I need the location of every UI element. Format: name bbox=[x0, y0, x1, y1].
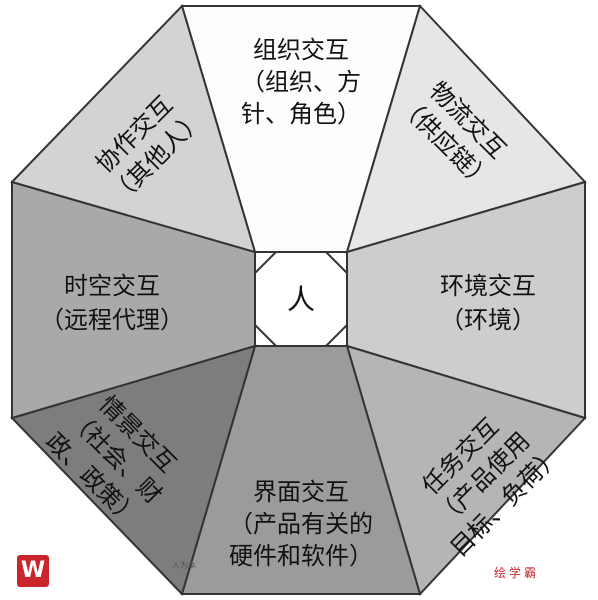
label-org-line-1: 组织交互 bbox=[253, 36, 349, 64]
label-env-line-2: （环境） bbox=[440, 306, 536, 334]
label-spatial-line-2: （远程代理） bbox=[40, 306, 184, 334]
center-octagon bbox=[254, 251, 348, 347]
label-spatial-line-1: 时空交互 bbox=[64, 272, 160, 300]
label-spatial: 时空交互 （远程代理） bbox=[40, 272, 184, 334]
watermark-small-text: 人为本 bbox=[172, 561, 196, 570]
label-iface: 界面交互 （产品有关的 硬件和软件） bbox=[229, 478, 373, 570]
label-org-line-2: （组织、方 bbox=[241, 68, 361, 96]
label-iface-line-1: 界面交互 bbox=[253, 478, 349, 506]
label-org: 组织交互 （组织、方 针、角色） bbox=[241, 36, 361, 128]
watermark-right-text: 绘学霸 bbox=[494, 566, 540, 580]
center-label: 人 bbox=[287, 283, 315, 316]
segment-collab bbox=[10, 4, 257, 254]
label-env: 环境交互 （环境） bbox=[440, 272, 536, 334]
label-iface-line-3: 硬件和软件） bbox=[229, 542, 373, 570]
label-org-line-3: 针、角色） bbox=[241, 100, 361, 128]
label-env-line-1: 环境交互 bbox=[440, 272, 536, 300]
label-iface-line-2: （产品有关的 bbox=[229, 510, 373, 538]
watermark-logo: W bbox=[17, 555, 49, 587]
